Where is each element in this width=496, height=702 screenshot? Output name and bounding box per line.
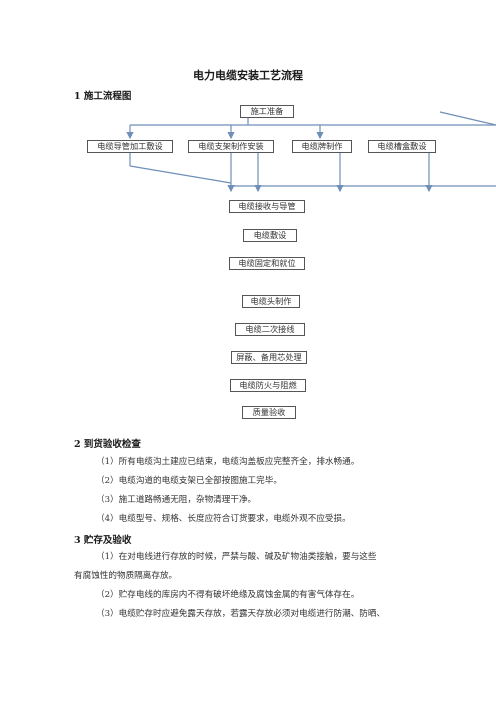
flow-box-parallel-1: 电缆导管加工敷设 <box>87 140 173 153</box>
section-2-item: （3）施工道路畅通无阻，杂物清理干净。 <box>96 495 257 505</box>
section-3-item: （2）贮存电线的库房内不得有破坏绝缘及腐蚀金属的有害气体存在。 <box>96 590 360 600</box>
section-2-item: （1）所有电缆沟土建应已结束，电缆沟盖板应完整齐全，排水畅通。 <box>96 457 360 467</box>
flow-step-2: 电缆敷设 <box>243 229 297 242</box>
section-2-heading: 2 到货验收检查 <box>74 439 141 450</box>
flow-step-4: 电缆头制作 <box>242 295 300 308</box>
section-1-heading: 1 施工流程图 <box>74 91 132 102</box>
document-title: 电力电缆安装工艺流程 <box>193 69 303 82</box>
flow-box-parallel-4: 电缆槽盒敷设 <box>368 140 436 153</box>
flow-box-parallel-2: 电缆支架制作安装 <box>188 140 274 153</box>
section-3-heading: 3 贮存及验收 <box>74 535 132 546</box>
section-3-item: （3）电缆贮存时应避免露天存放，若露天存放必须对电缆进行防潮、防晒、 <box>96 609 386 619</box>
section-2-item: （2）电缆沟道的电缆支架已全部按图施工完毕。 <box>96 476 282 486</box>
connector-line <box>439 111 496 126</box>
section-2-item: （4）电缆型号、规格、长度应符合订货要求，电缆外观不应受损。 <box>96 514 351 524</box>
section-3-item: （1）在对电线进行存放的时候，严禁与酸、碱及矿物油类接触，要与这些 <box>96 552 377 562</box>
section-3-item: 有腐蚀性的物质隔离存放。 <box>74 571 178 581</box>
flow-box-parallel-3: 电缆牌制作 <box>292 140 352 153</box>
flow-step-7: 电缆防火与阻燃 <box>230 379 306 392</box>
flow-box-start: 施工准备 <box>240 105 294 118</box>
flow-step-1: 电缆接收与导管 <box>229 200 305 213</box>
flowchart-connectors <box>126 111 496 193</box>
flow-step-6: 屏蔽、备用芯处理 <box>231 351 307 364</box>
connector-line <box>129 165 232 184</box>
flow-step-3: 电缆固定和就位 <box>229 257 305 270</box>
flow-step-8: 质量验收 <box>242 406 296 419</box>
flow-step-5: 电缆二次接线 <box>235 323 305 336</box>
